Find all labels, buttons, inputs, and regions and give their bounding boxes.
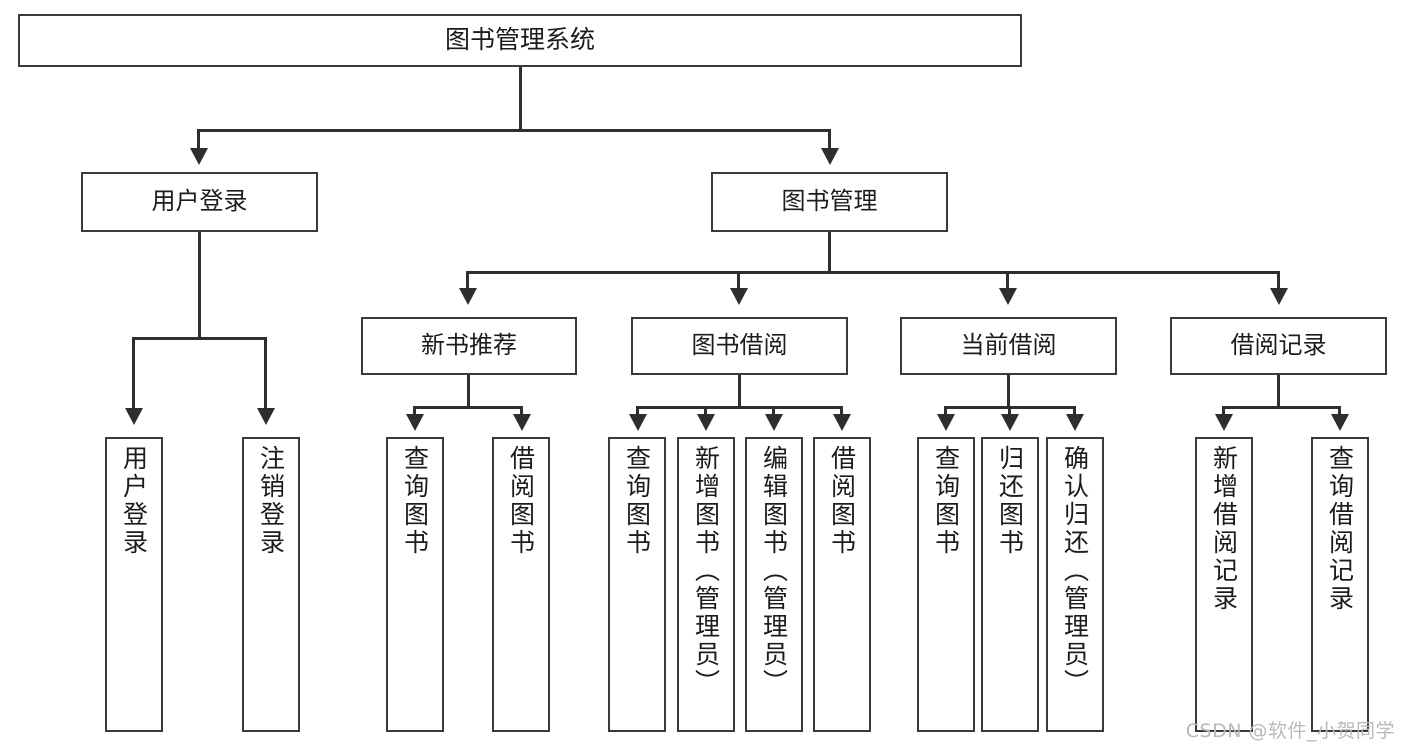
node-label: 新增借阅记录: [1209, 445, 1239, 613]
leaf-new-book-borrow[interactable]: 借阅图书: [492, 437, 550, 732]
connector-user-login-to-leaf-1: [132, 337, 135, 411]
connector-root-to-user-login: [197, 129, 200, 151]
connector-current-borrow-stem: [1007, 375, 1010, 409]
node-root-system[interactable]: 图书管理系统: [18, 14, 1022, 67]
arrowhead-book-borrow-leaf-1: [629, 414, 647, 431]
node-book-management[interactable]: 图书管理: [711, 172, 948, 232]
connector-new-book-to-leaf-2: [520, 406, 523, 418]
arrowhead-book-mgmt-borrow: [730, 288, 748, 305]
arrowhead-book-mgmt-record: [1270, 288, 1288, 305]
node-label: 用户登录: [119, 445, 149, 557]
node-label: 编辑图书（管理员）: [759, 445, 789, 697]
leaf-borrow-record-add[interactable]: 新增借阅记录: [1195, 437, 1253, 732]
leaf-user-login-login[interactable]: 用户登录: [105, 437, 163, 732]
connector-borrow-record-bus: [1222, 406, 1341, 409]
leaf-book-borrow-query[interactable]: 查询图书: [608, 437, 666, 732]
connector-book-mgmt-bus: [466, 271, 1280, 274]
arrowhead-user-login-leaf-1: [125, 408, 143, 425]
connector-current-borrow-to-leaf-2: [1008, 406, 1011, 418]
node-label: 新书推荐: [421, 331, 517, 360]
leaf-book-borrow-borrow[interactable]: 借阅图书: [813, 437, 871, 732]
node-label: 用户登录: [151, 187, 248, 216]
connector-book-borrow-to-leaf-2: [704, 406, 707, 418]
connector-new-book-bus: [413, 406, 523, 409]
node-new-book-recommend[interactable]: 新书推荐: [361, 317, 577, 375]
node-borrow-record[interactable]: 借阅记录: [1170, 317, 1387, 375]
connector-book-mgmt-to-new-book: [466, 271, 469, 291]
arrowhead-current-borrow-leaf-2: [1001, 414, 1019, 431]
connector-book-borrow-to-leaf-1: [636, 406, 639, 418]
arrowhead-book-borrow-leaf-2: [697, 414, 715, 431]
connector-book-mgmt-stem: [828, 232, 831, 274]
arrowhead-borrow-record-leaf-2: [1331, 414, 1349, 431]
leaf-current-borrow-query[interactable]: 查询图书: [917, 437, 975, 732]
arrowhead-new-book-leaf-1: [406, 414, 424, 431]
leaf-current-borrow-confirm-return[interactable]: 确认归还（管理员）: [1046, 437, 1104, 732]
leaf-book-borrow-add[interactable]: 新增图书（管理员）: [677, 437, 735, 732]
connector-book-borrow-stem: [738, 375, 741, 409]
node-label: 图书管理系统: [444, 25, 595, 55]
arrowhead-root-to-user-login: [190, 148, 208, 165]
leaf-new-book-query[interactable]: 查询图书: [386, 437, 444, 732]
connector-book-mgmt-to-record: [1277, 271, 1280, 291]
node-label: 查询图书: [931, 445, 961, 557]
connector-borrow-record-stem: [1277, 375, 1280, 409]
node-label: 图书借阅: [691, 331, 788, 360]
node-label: 图书管理: [781, 187, 878, 216]
node-book-borrow[interactable]: 图书借阅: [631, 317, 848, 375]
connector-book-mgmt-to-current: [1006, 271, 1009, 291]
arrowhead-new-book-leaf-2: [513, 414, 531, 431]
node-label: 查询图书: [622, 445, 652, 557]
node-current-borrow[interactable]: 当前借阅: [900, 317, 1117, 375]
connector-current-borrow-to-leaf-3: [1073, 406, 1076, 418]
connector-root-stem: [519, 67, 522, 131]
connector-book-borrow-bus: [636, 406, 842, 409]
node-label: 借阅记录: [1230, 331, 1327, 360]
connector-root-bus: [197, 129, 831, 132]
connector-book-borrow-to-leaf-4: [840, 406, 843, 418]
connector-user-login-to-leaf-2: [264, 337, 267, 411]
connector-book-mgmt-to-borrow: [737, 271, 740, 291]
connector-borrow-record-to-leaf-2: [1338, 406, 1341, 418]
connector-new-book-stem: [467, 375, 470, 409]
connector-user-login-stem: [198, 232, 201, 340]
node-user-login[interactable]: 用户登录: [81, 172, 318, 232]
connector-new-book-to-leaf-1: [413, 406, 416, 418]
node-label: 借阅图书: [827, 445, 857, 557]
arrowhead-current-borrow-leaf-3: [1066, 414, 1084, 431]
connector-borrow-record-to-leaf-1: [1222, 406, 1225, 418]
arrowhead-root-to-book-mgmt: [821, 148, 839, 165]
arrowhead-borrow-record-leaf-1: [1215, 414, 1233, 431]
leaf-book-borrow-edit[interactable]: 编辑图书（管理员）: [745, 437, 803, 732]
arrowhead-book-borrow-leaf-3: [765, 414, 783, 431]
arrowhead-book-mgmt-new-book: [459, 288, 477, 305]
node-label: 注销登录: [256, 445, 286, 557]
node-label: 查询图书: [400, 445, 430, 557]
connector-root-to-book-mgmt: [828, 129, 831, 151]
arrowhead-book-borrow-leaf-4: [833, 414, 851, 431]
arrowhead-current-borrow-leaf-1: [937, 414, 955, 431]
node-label: 查询借阅记录: [1325, 445, 1355, 613]
connector-book-borrow-to-leaf-3: [772, 406, 775, 418]
connector-user-login-bus: [132, 337, 267, 340]
node-label: 借阅图书: [506, 445, 536, 557]
node-label: 当前借阅: [960, 331, 1057, 360]
node-label: 确认归还（管理员）: [1060, 445, 1090, 697]
arrowhead-user-login-leaf-2: [257, 408, 275, 425]
node-label: 归还图书: [995, 445, 1025, 557]
node-label: 新增图书（管理员）: [691, 445, 721, 697]
connector-current-borrow-to-leaf-1: [944, 406, 947, 418]
leaf-user-login-logout[interactable]: 注销登录: [242, 437, 300, 732]
leaf-borrow-record-query[interactable]: 查询借阅记录: [1311, 437, 1369, 732]
arrowhead-book-mgmt-current: [999, 288, 1017, 305]
watermark-text: CSDN @软件_小贺同学: [1185, 720, 1395, 742]
leaf-current-borrow-return[interactable]: 归还图书: [981, 437, 1039, 732]
